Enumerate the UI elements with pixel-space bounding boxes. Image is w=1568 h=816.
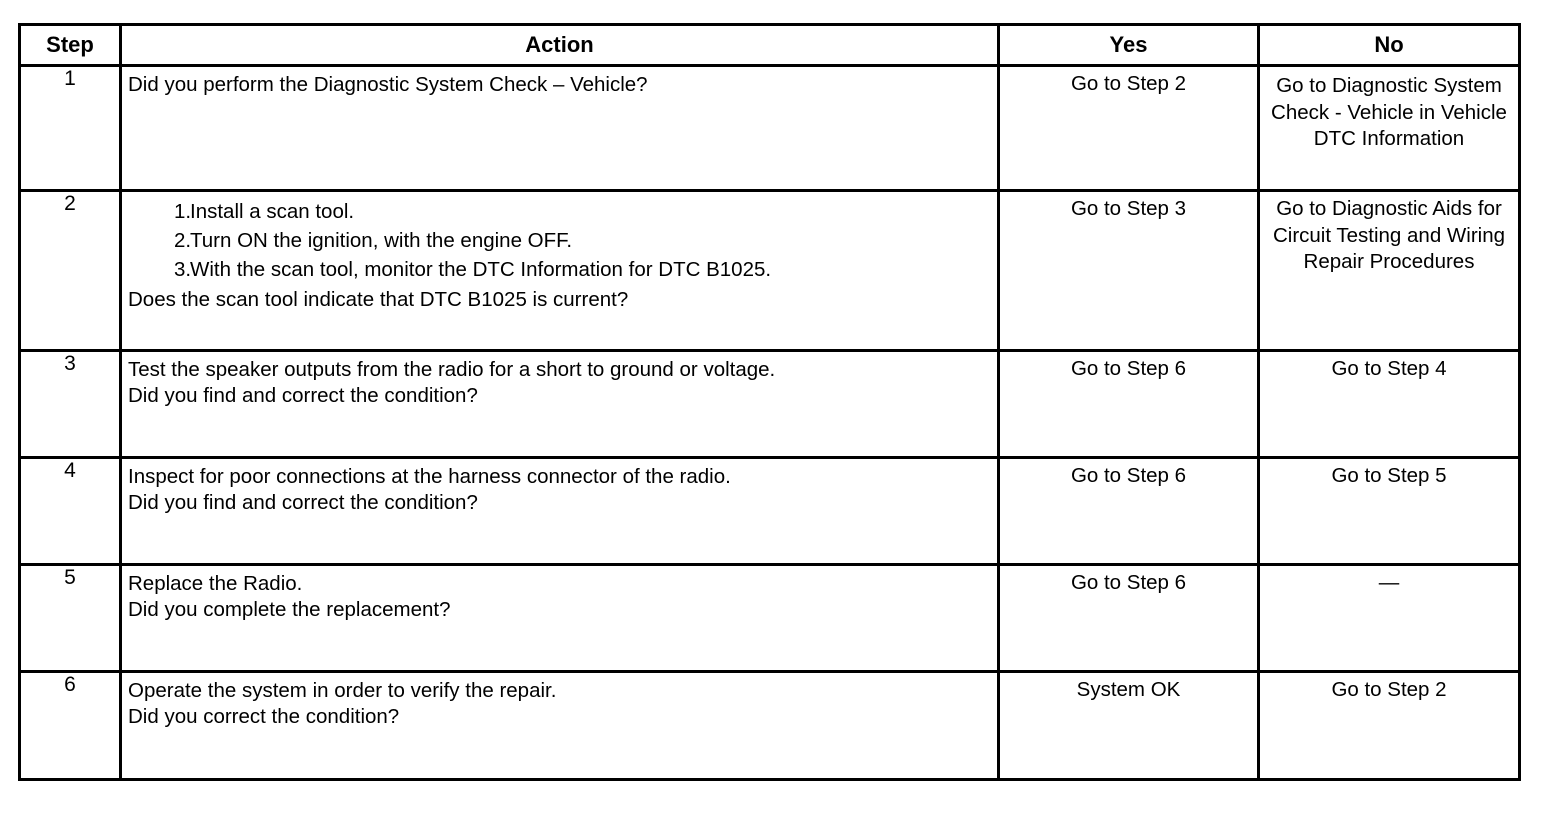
action-cell: Inspect for poor connections at the harn…	[119, 456, 1000, 566]
no-answer-text: Go to Step 5	[1331, 464, 1447, 487]
action-cell: Test the speaker outputs from the radio …	[119, 349, 1000, 459]
table-row: 6 Operate the system in order to verify …	[18, 670, 1521, 781]
action-lead-text: Operate the system in order to verify th…	[128, 679, 557, 702]
yes-answer-text: Go to Step 6	[1070, 571, 1187, 594]
column-header-no: No	[1257, 23, 1521, 67]
action-lead-text: Inspect for poor connections at the harn…	[128, 465, 731, 488]
yes-answer-cell: Go to Step 2	[997, 64, 1260, 192]
column-header-step: Step	[18, 23, 122, 67]
action-question-text: Did you find and correct the condition?	[128, 384, 478, 408]
action-question-text: Did you find and correct the condition?	[128, 491, 478, 515]
action-question-text: Did you complete the replacement?	[128, 598, 451, 622]
header-row: Step Action Yes No	[18, 23, 1521, 67]
column-header-action: Action	[119, 23, 1000, 67]
step-number: 5	[18, 563, 122, 673]
table-row: 4 Inspect for poor connections at the ha…	[18, 456, 1521, 566]
no-answer-cell: Go to Step 2	[1257, 670, 1521, 781]
no-answer-cell: Go to Step 4	[1257, 349, 1521, 459]
no-answer-cell: Go to Diagnostic System Check - Vehicle …	[1257, 64, 1521, 192]
yes-answer-cell: Go to Step 3	[997, 189, 1260, 352]
no-answer-text: Go to Diagnostic Aids for Circuit Testin…	[1272, 197, 1506, 274]
table-header: Step Action Yes No	[18, 23, 1521, 67]
no-answer-text: Go to Step 2	[1331, 678, 1447, 701]
yes-answer-text: Go to Step 6	[1070, 464, 1187, 487]
no-answer-cell: —	[1257, 563, 1521, 673]
column-header-yes: Yes	[997, 23, 1260, 67]
step-number: 4	[18, 456, 122, 566]
list-item-number: 1.	[174, 200, 192, 223]
action-question-text: Did you correct the condition?	[128, 705, 400, 729]
no-answer-text: Go to Step 4	[1331, 357, 1447, 380]
yes-answer-text: System OK	[1076, 678, 1181, 701]
yes-answer-text: Go to Step 6	[1070, 357, 1187, 380]
yes-answer-cell: Go to Step 6	[997, 456, 1260, 566]
action-cell: 1. Install a scan tool. 2. Turn ON the i…	[119, 189, 1000, 352]
table-body: 1 Did you perform the Diagnostic System …	[18, 64, 1521, 781]
action-step-list: 1. Install a scan tool. 2. Turn ON the i…	[128, 199, 991, 287]
table-row: 5 Replace the Radio. Did you complete th…	[18, 563, 1521, 673]
list-item-number: 2.	[174, 229, 192, 253]
yes-answer-text: Go to Step 2	[1070, 72, 1187, 95]
step-number: 3	[18, 349, 122, 459]
list-item: 2. Turn ON the ignition, with the engine…	[128, 228, 991, 254]
action-cell: Operate the system in order to verify th…	[119, 670, 1000, 781]
yes-answer-cell: System OK	[997, 670, 1260, 781]
diagnostic-procedure-table: Step Action Yes No 1 Did you perform the…	[18, 23, 1521, 781]
action-lead-text: Did you perform the Diagnostic System Ch…	[128, 73, 648, 96]
action-lead-text: Replace the Radio.	[128, 572, 303, 595]
no-answer-text: —	[1378, 571, 1400, 594]
no-answer-text: Go to Diagnostic System Check - Vehicle …	[1271, 74, 1507, 151]
list-item: 1. Install a scan tool.	[128, 199, 991, 225]
list-item-text: With the scan tool, monitor the DTC Info…	[190, 258, 772, 282]
yes-answer-cell: Go to Step 6	[997, 349, 1260, 459]
list-item-text: Install a scan tool.	[190, 200, 355, 223]
step-number: 2	[18, 189, 122, 352]
action-lead-text: Test the speaker outputs from the radio …	[128, 358, 776, 381]
list-item-text: Turn ON the ignition, with the engine OF…	[190, 229, 573, 253]
list-item-number: 3.	[174, 258, 192, 282]
yes-answer-text: Go to Step 3	[1070, 197, 1187, 220]
table-row: 1 Did you perform the Diagnostic System …	[18, 64, 1521, 192]
list-item: 3. With the scan tool, monitor the DTC I…	[128, 257, 991, 283]
action-cell: Replace the Radio. Did you complete the …	[119, 563, 1000, 673]
no-answer-cell: Go to Diagnostic Aids for Circuit Testin…	[1257, 189, 1521, 352]
table-row: 2 1. Install a scan tool. 2. Turn ON the…	[18, 189, 1521, 352]
action-question-text: Does the scan tool indicate that DTC B10…	[128, 287, 629, 311]
step-number: 6	[18, 670, 122, 781]
table-row: 3 Test the speaker outputs from the radi…	[18, 349, 1521, 459]
yes-answer-cell: Go to Step 6	[997, 563, 1260, 673]
no-answer-cell: Go to Step 5	[1257, 456, 1521, 566]
step-number: 1	[18, 64, 122, 192]
action-cell: Did you perform the Diagnostic System Ch…	[119, 64, 1000, 192]
